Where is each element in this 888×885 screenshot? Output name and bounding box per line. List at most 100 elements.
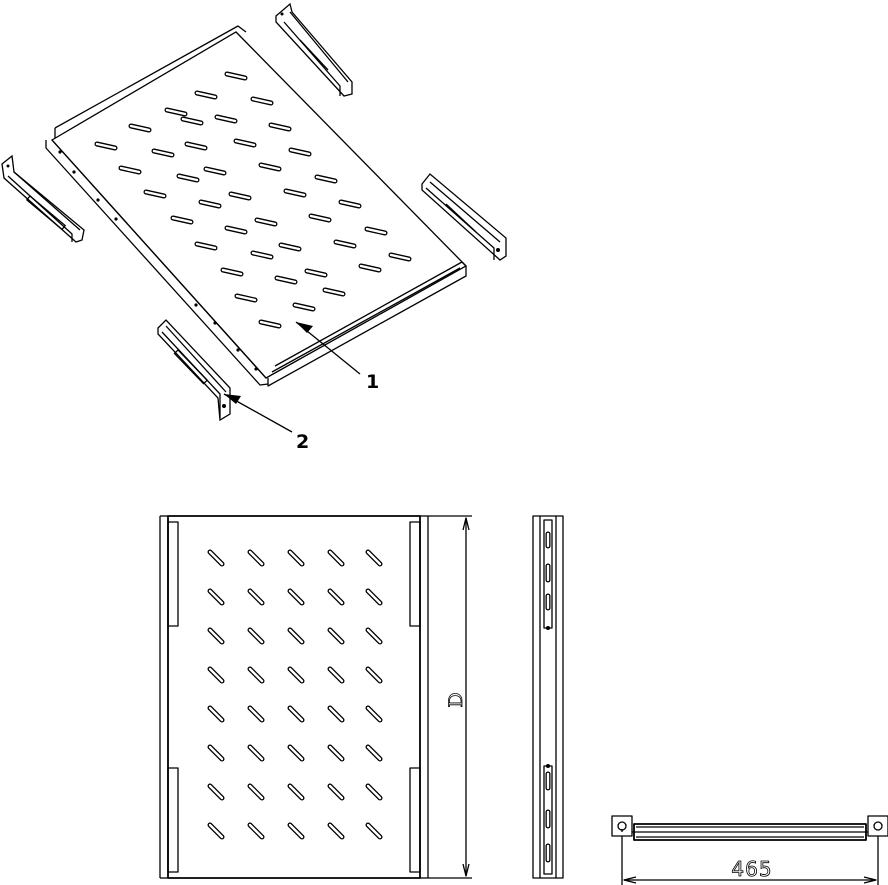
top-slot-19-inner [366,667,382,683]
top-slot-9-inner [366,589,382,605]
top-slot-7-inner [288,589,304,605]
top-slot-37-inner [288,823,304,839]
top-slot-25-inner [208,745,224,761]
iso-slot-37-inner [235,294,257,302]
top-slot-16-inner [248,667,264,683]
callout-1-label: 1 [366,371,379,393]
iso-slot-4-inner [129,124,151,132]
top-slot-14-inner [366,628,382,644]
iso-slot-38-inner [293,303,315,311]
top-slot-36-inner [248,823,264,839]
top-slot-28-inner [328,745,344,761]
ventilation-slots-iso [94,71,412,329]
top-slot-0-inner [208,550,224,566]
side-view-rail [532,515,564,879]
top-slot-35-inner [208,823,224,839]
top-slot-34-inner [366,784,382,800]
top-slot-15-inner [208,667,224,683]
rail-back-left [1,154,85,243]
rail-hole-0 [546,626,550,630]
iso-slot-24-inner [225,226,247,234]
top-slot-12-inner [288,628,304,644]
iso-slot-26-inner [309,214,331,222]
top-view: D [159,515,472,879]
iso-slot-13-inner [119,166,141,174]
top-slot-17-inner [288,667,304,683]
iso-slot-19-inner [199,200,221,208]
top-slot-13-inner [328,628,344,644]
depth-dimension-label: D [445,692,467,707]
iso-slot-10-inner [185,142,207,150]
iso-slot-2-inner [195,91,217,99]
iso-slot-1-inner [165,108,187,116]
shelf-tray [45,25,468,387]
iso-slot-0-inner [225,72,247,80]
iso-slot-32-inner [389,253,411,261]
top-slot-22-inner [288,706,304,722]
top-slot-30-inner [208,784,224,800]
iso-slot-7-inner [269,123,291,131]
top-slot-27-inner [288,745,304,761]
width-dimension-label: 465 [731,857,772,881]
iso-slot-8-inner [95,142,117,150]
top-slot-4-inner [366,550,382,566]
iso-slot-12-inner [289,148,311,156]
depth-dimension [428,515,472,879]
rail-hole-1 [546,764,550,768]
iso-slot-6-inner [215,115,237,123]
top-slot-1-inner [248,550,264,566]
iso-slot-39-inner [323,288,345,296]
iso-slot-3-inner [251,97,273,105]
iso-slot-40-inner [259,320,281,328]
top-slot-3-inner [328,550,344,566]
iso-slot-27-inner [365,227,387,235]
iso-slot-21-inner [284,189,306,197]
iso-slot-20-inner [229,192,251,200]
top-slot-24-inner [366,706,382,722]
iso-slot-31-inner [334,240,356,248]
iso-slot-15-inner [204,167,226,175]
iso-slot-30-inner [279,243,301,251]
top-slot-26-inner [248,745,264,761]
top-slot-20-inner [208,706,224,722]
top-slot-21-inner [248,706,264,722]
iso-slot-11-inner [234,139,256,147]
top-slot-33-inner [328,784,344,800]
iso-slot-29-inner [251,251,273,259]
top-slot-29-inner [366,745,382,761]
iso-slot-22-inner [339,200,361,208]
rail-back-right [275,2,353,97]
iso-slot-28-inner [195,242,217,250]
top-slot-39-inner [366,823,382,839]
iso-slot-34-inner [275,276,297,284]
top-slot-10-inner [208,628,224,644]
iso-slot-16-inner [259,163,281,171]
iso-slot-36-inner [359,264,381,272]
mounting-bracket [157,319,231,422]
iso-slot-18-inner [144,190,166,198]
front-view: 465 [611,815,888,885]
callout-2-label: 2 [296,431,309,453]
top-slot-38-inner [328,823,344,839]
rail-front-right [421,173,507,261]
top-slot-32-inner [288,784,304,800]
rail-slots [545,531,551,863]
top-slot-31-inner [248,784,264,800]
top-slot-23-inner [328,706,344,722]
iso-slot-33-inner [221,268,243,276]
iso-slot-35-inner [305,269,327,277]
top-slot-11-inner [248,628,264,644]
top-slot-8-inner [328,589,344,605]
iso-slot-9-inner [152,149,174,157]
top-slot-18-inner [328,667,344,683]
side-flange-holes [58,150,258,371]
isometric-view: 1 2 [1,2,507,453]
ventilation-slots-top [207,549,383,840]
top-slot-5-inner [208,589,224,605]
iso-slot-25-inner [255,218,277,226]
iso-slot-17-inner [315,175,337,183]
top-slot-6-inner [248,589,264,605]
iso-slot-14-inner [177,174,199,182]
top-slot-2-inner [288,550,304,566]
